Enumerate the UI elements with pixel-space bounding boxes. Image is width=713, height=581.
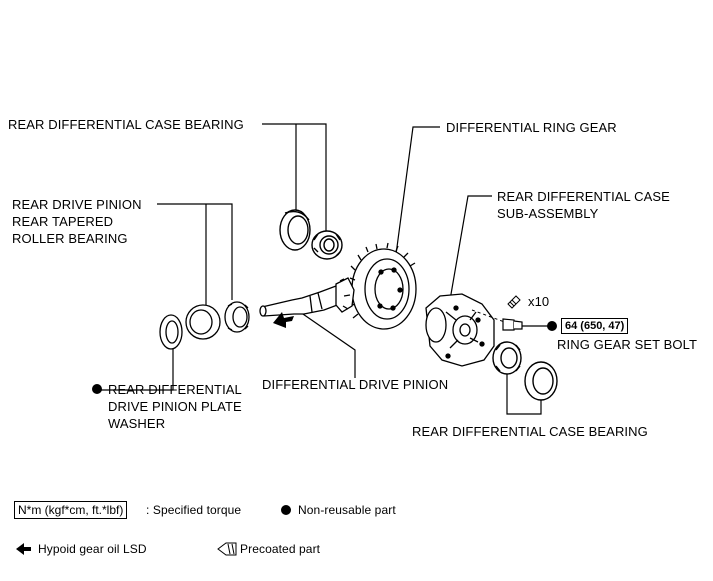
legend-torque-text: : Specified torque: [146, 503, 242, 517]
legend-oil-icon: [16, 543, 31, 555]
legend-precoated-text: Precoated part: [240, 542, 321, 556]
legend-oil-text: Hypoid gear oil LSD: [38, 542, 147, 556]
leader-case-bearing-top: [262, 123, 327, 238]
bolt-alignment-line: [471, 309, 511, 325]
leader-case-bearing-bottom: [506, 372, 542, 415]
leader-plate-washer: [98, 349, 174, 391]
label-rear-case-bearing-bottom: REAR DIFFERENTIAL CASE BEARING: [412, 424, 648, 439]
label-rear-case-bearing-top: REAR DIFFERENTIAL CASE BEARING: [8, 117, 244, 132]
leader-drive-pinion: [299, 311, 356, 378]
nonreusable-dot-bolt: [547, 321, 557, 331]
label-case-sub-2: SUB-ASSEMBLY: [497, 206, 599, 221]
pinion-bearing-cone: [224, 301, 250, 333]
drive-pinion: [259, 277, 355, 317]
case-bearing-race-top: [279, 209, 311, 251]
differential-case: [425, 293, 495, 367]
label-plate-washer-1: REAR DIFFERENTIAL: [108, 382, 242, 397]
label-pinion-bearing-3: ROLLER BEARING: [12, 231, 128, 246]
label-pinion-bearing-2: REAR TAPERED: [12, 214, 114, 229]
leader-ring-gear: [394, 126, 440, 263]
nonreusable-dot-washer: [92, 384, 102, 394]
legend-nonreusable-icon: [281, 505, 291, 515]
ring-gear: [349, 242, 417, 330]
legend-nonreusable-text: Non-reusable part: [298, 503, 396, 517]
case-bearing-cone-bottom: [492, 341, 522, 375]
label-bolt-count: x10: [528, 294, 550, 309]
leader-case-sub: [449, 195, 492, 301]
label-drive-pinion: DIFFERENTIAL DRIVE PINION: [262, 377, 449, 392]
label-case-sub-1: REAR DIFFERENTIAL CASE: [497, 189, 670, 204]
label-plate-washer-2: DRIVE PINION PLATE: [108, 399, 242, 414]
label-ring-gear: DIFFERENTIAL RING GEAR: [446, 120, 617, 135]
plate-washer: [159, 314, 183, 350]
case-bearing-race-bottom: [524, 361, 558, 401]
legend-torque-box: N*m (kgf*cm, ft.*lbf): [14, 501, 128, 519]
ring-gear-bolt: [502, 318, 523, 331]
torque-value-box: 64 (650, 47): [561, 318, 629, 334]
pinion-bearing-race: [185, 304, 221, 340]
case-bearing-cone-top: [311, 230, 343, 260]
label-pinion-bearing-1: REAR DRIVE PINION: [12, 197, 142, 212]
oil-arrow-icon: [273, 312, 294, 328]
legend-precoated-icon: [217, 542, 237, 556]
leader-pinion-bearing: [157, 203, 233, 300]
precoated-icon: [507, 295, 521, 309]
label-ring-gear-bolt: RING GEAR SET BOLT: [557, 337, 698, 352]
label-plate-washer-3: WASHER: [108, 416, 166, 431]
